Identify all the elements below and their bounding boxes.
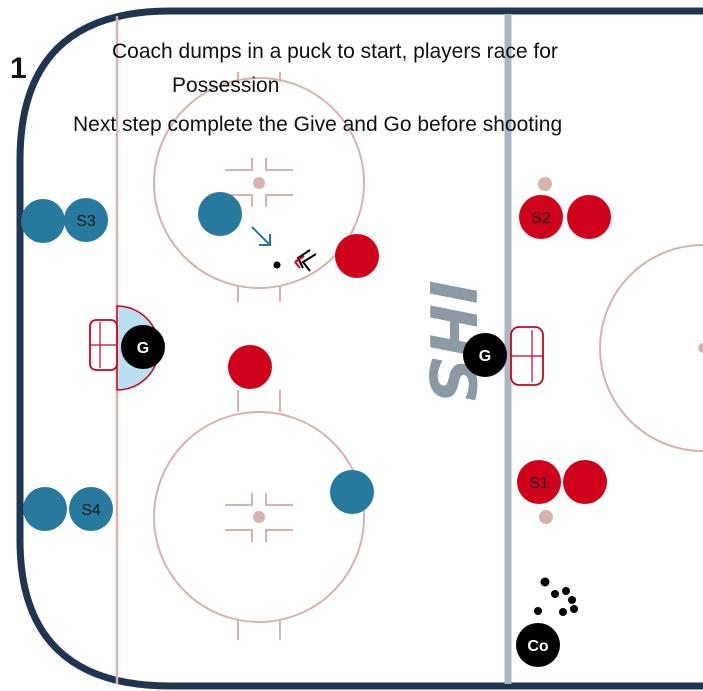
svg-text:G: G [479, 348, 491, 365]
svg-text:Co: Co [527, 638, 549, 655]
arrow-icon [251, 226, 271, 246]
red-player-middle [228, 345, 272, 389]
svg-text:G: G [137, 340, 149, 357]
goalie-right: G [463, 333, 507, 377]
net-left [89, 319, 118, 371]
rink-boards [16, 7, 703, 690]
drill-number: 1 [10, 52, 27, 85]
blue-player-s3: S3 [21, 198, 108, 243]
svg-text:S2: S2 [531, 210, 551, 227]
neutral-dot-top [538, 177, 552, 191]
goalie-left: G [121, 325, 165, 369]
svg-text:S4: S4 [81, 502, 101, 519]
red-player-s2: S2 [519, 195, 611, 239]
neutral-dot-bottom [539, 510, 553, 524]
instruction-line-2: Possession [172, 74, 280, 97]
svg-text:S1: S1 [529, 475, 549, 492]
puck-icon [273, 261, 281, 269]
center-circle [599, 244, 703, 452]
svg-text:S3: S3 [76, 213, 96, 230]
faceoff-circle-bottom [153, 390, 365, 640]
red-player-top [335, 234, 379, 278]
center-dot [698, 343, 703, 353]
instruction-line-1: Coach dumps in a puck to start, players … [112, 40, 558, 63]
coach: Co [516, 623, 560, 667]
double-chevron-icon [294, 249, 317, 272]
red-player-s1: S1 [517, 460, 607, 504]
instruction-line-3: Next step complete the Give and Go befor… [73, 113, 563, 136]
puck-cluster [534, 577, 578, 616]
blue-player-bottom [330, 470, 374, 514]
blue-player-s4: S4 [23, 487, 113, 531]
faceoff-circle-top [153, 72, 365, 302]
blue-player-top [198, 192, 242, 236]
net-right [510, 326, 544, 386]
